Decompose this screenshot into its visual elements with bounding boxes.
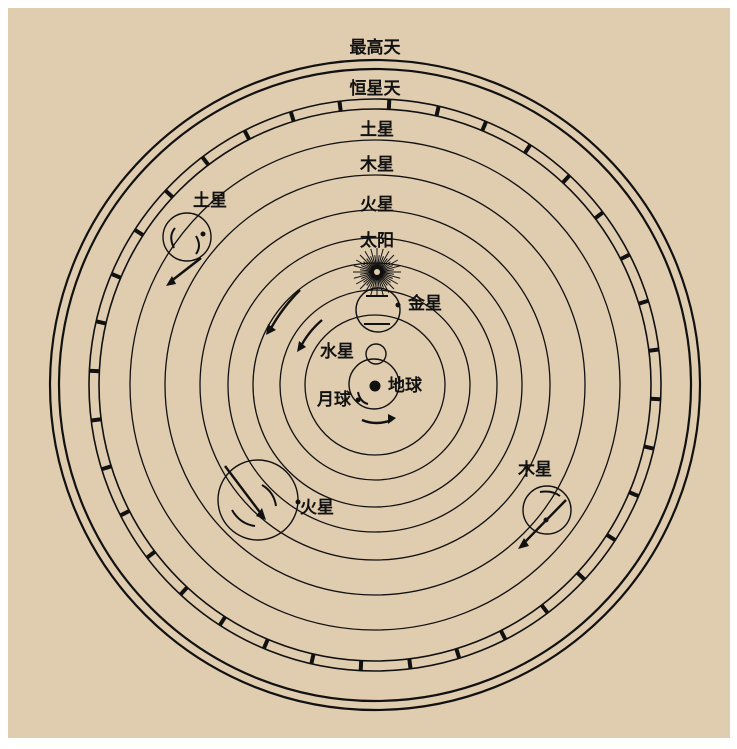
earth-label: 地球 <box>388 375 423 396</box>
fixed-star-marker <box>409 659 410 669</box>
jupiter-epicycle-label: 木星 <box>517 459 552 480</box>
jupiter-dot <box>544 518 549 523</box>
fixed-stars-label: 恒星天 <box>350 78 402 99</box>
background-panel <box>8 8 730 738</box>
moon-label: 月球 <box>316 390 352 410</box>
mars-epicycle-label: 火星 <box>300 498 334 518</box>
fixed-star-marker <box>644 446 654 448</box>
venus-label: 金星 <box>407 293 442 314</box>
mercury-label: 水星 <box>320 341 354 362</box>
mars-sphere-label: 火星 <box>360 195 394 215</box>
jupiter-sphere-label: 木星 <box>359 154 394 175</box>
sun-label: 太阳 <box>360 230 394 251</box>
sun-icon <box>353 248 401 296</box>
empyrean-label: 最高天 <box>350 37 402 58</box>
saturn-dot <box>201 232 206 237</box>
earth-icon <box>370 381 381 392</box>
fixed-star-marker <box>639 301 649 304</box>
moon-dot <box>356 398 361 403</box>
fixed-star-marker <box>436 106 438 116</box>
fixed-star-marker <box>102 466 112 469</box>
fixed-star-marker <box>649 349 659 350</box>
saturn-epicycle-label: 土星 <box>193 190 227 211</box>
fixed-star-marker <box>339 101 340 111</box>
sun-center <box>374 269 380 275</box>
fixed-star-marker <box>311 654 313 664</box>
saturn-sphere-label: 土星 <box>360 119 394 140</box>
fixed-star-marker <box>291 112 294 122</box>
fixed-star-marker <box>91 419 101 420</box>
venus-dot <box>396 303 401 308</box>
fixed-star-marker <box>96 321 106 323</box>
fixed-star-marker <box>456 649 459 659</box>
